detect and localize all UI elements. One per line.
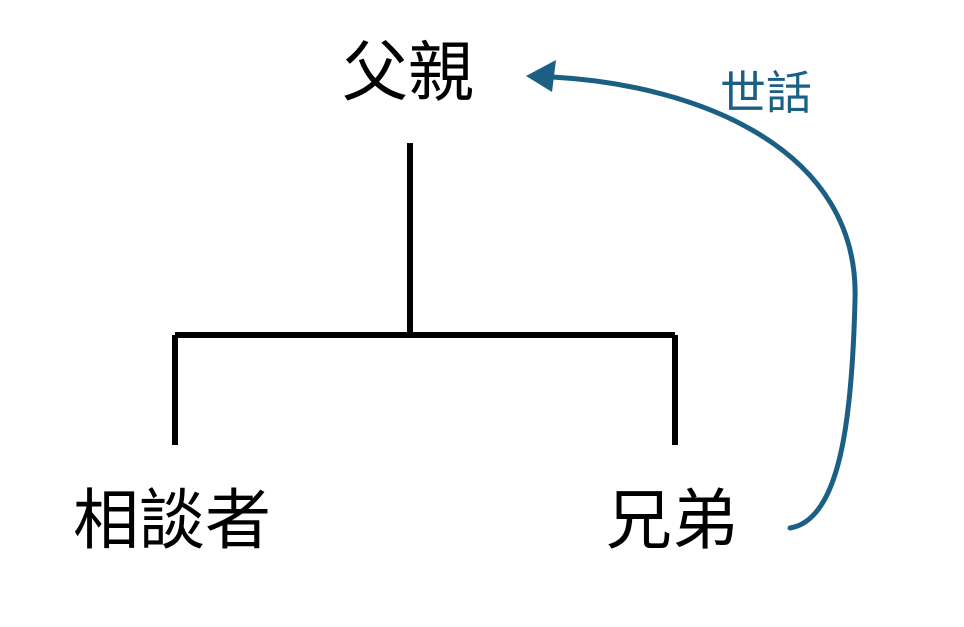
care-arrow-head [526, 60, 556, 92]
node-client-label: 相談者 [73, 482, 271, 559]
care-relation-label: 世話 [720, 66, 812, 120]
care-arrow-curve [549, 74, 858, 531]
node-father-label: 父親 [342, 34, 474, 111]
node-sibling-label: 兄弟 [606, 482, 738, 559]
